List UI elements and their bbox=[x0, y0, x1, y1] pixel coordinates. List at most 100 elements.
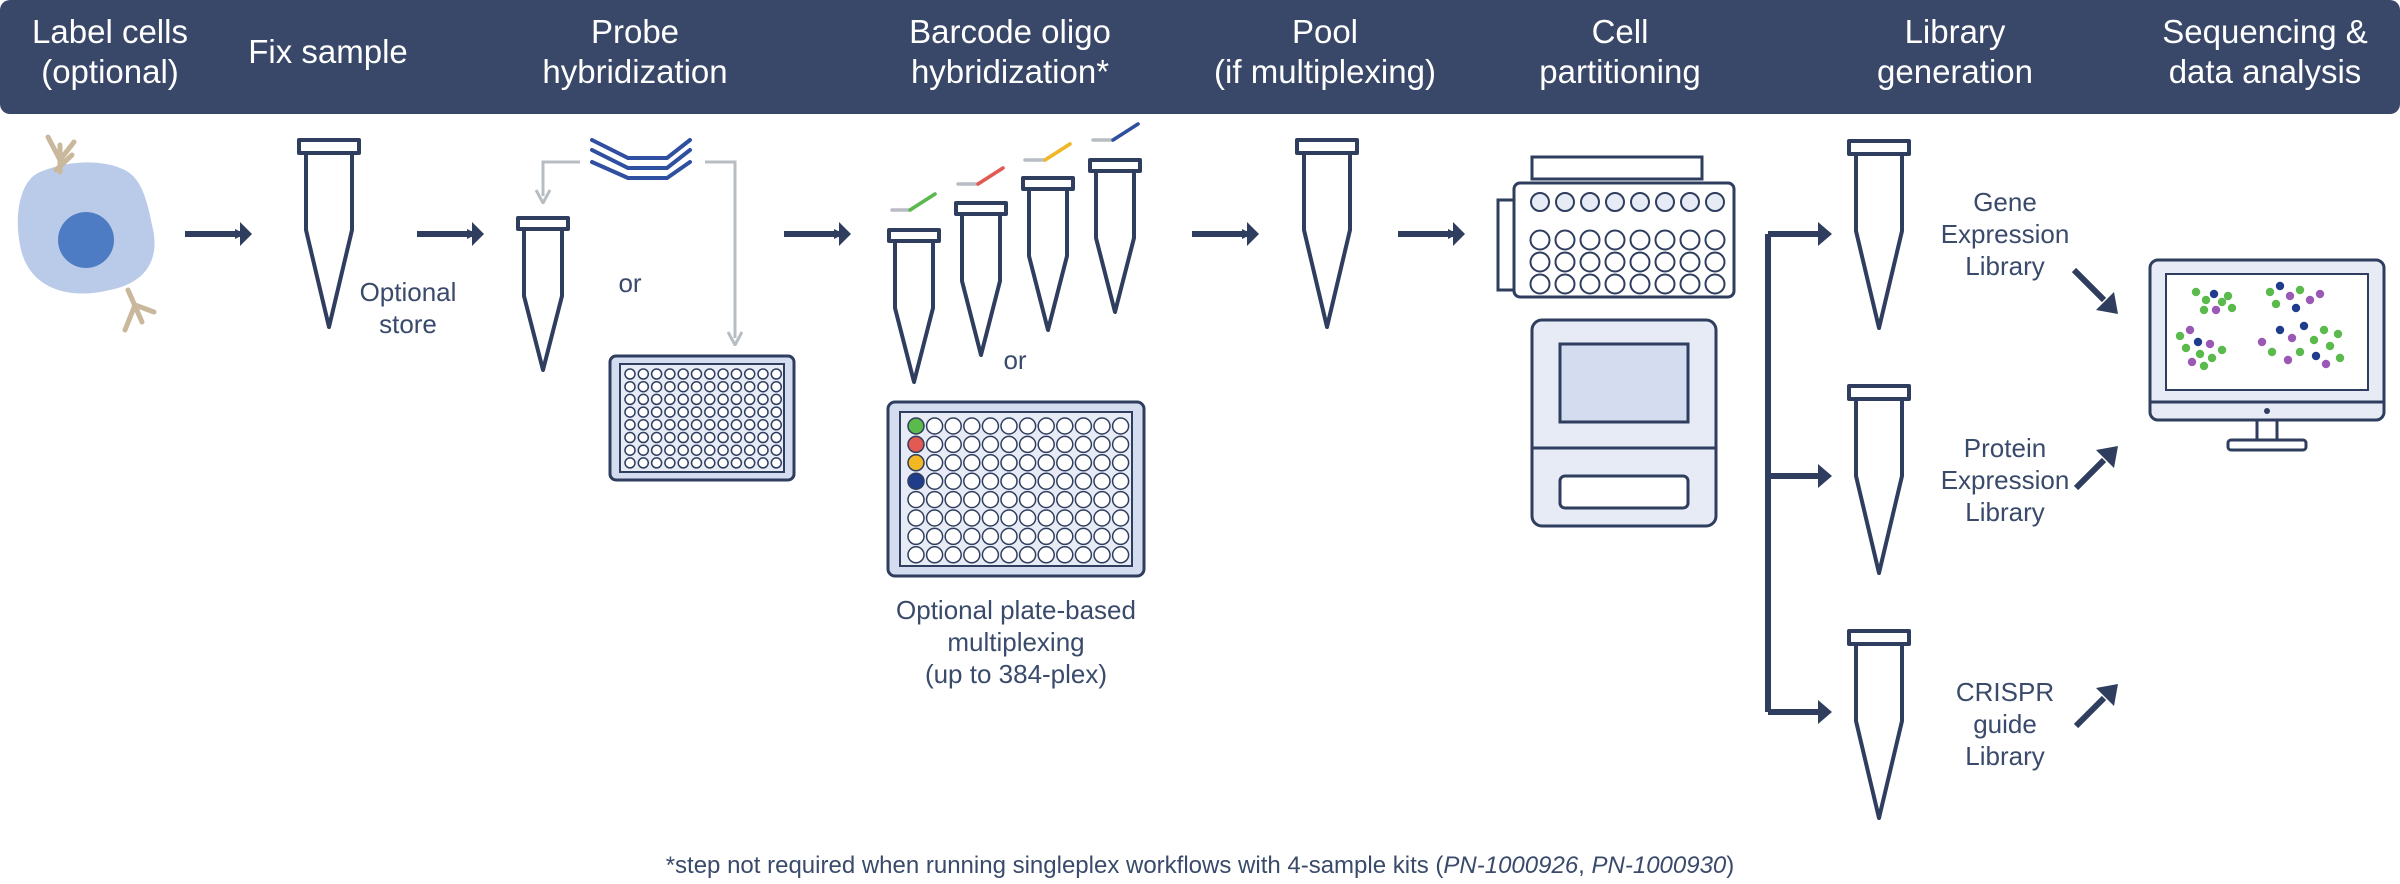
well-dot bbox=[677, 431, 689, 444]
probe-tube-icon bbox=[516, 216, 570, 372]
step-label-cells: Label cells (optional) bbox=[32, 13, 188, 90]
barcode-plate-icon bbox=[886, 400, 1146, 578]
well-dot bbox=[1654, 229, 1676, 251]
well-dot bbox=[650, 457, 663, 469]
well-dot bbox=[2295, 347, 2305, 357]
plate-multiplexing-label: Optional plate-based multiplexing (up to… bbox=[896, 595, 1136, 689]
well-dot bbox=[981, 546, 1000, 564]
well-dot bbox=[677, 368, 689, 380]
well-dot bbox=[1018, 435, 1037, 454]
well-dot bbox=[1037, 435, 1055, 454]
well-dot bbox=[1056, 435, 1074, 454]
well-dot bbox=[1074, 417, 1093, 435]
well-dot bbox=[2193, 337, 2203, 347]
well-dot bbox=[1655, 192, 1675, 212]
well-dot bbox=[1018, 490, 1037, 509]
well-dot bbox=[677, 419, 689, 431]
well-dot bbox=[2209, 289, 2219, 299]
well-dot bbox=[690, 380, 703, 393]
step-sequencing-data-analysis: Sequencing & data analysis bbox=[2162, 13, 2368, 90]
well-dot bbox=[730, 419, 743, 431]
well-dot bbox=[2181, 343, 2191, 353]
well-dot bbox=[2275, 325, 2285, 335]
well-dot bbox=[757, 419, 769, 431]
well-dot bbox=[704, 368, 716, 380]
well-dot bbox=[907, 435, 925, 454]
well-dot bbox=[2295, 285, 2305, 295]
well-dot bbox=[743, 431, 756, 444]
well-dot bbox=[1037, 454, 1055, 472]
well-dot bbox=[944, 527, 962, 546]
well-dot bbox=[963, 509, 981, 527]
well-dot bbox=[730, 380, 743, 393]
well-dot bbox=[704, 406, 716, 418]
well-dot bbox=[2201, 295, 2211, 305]
well-dot bbox=[1093, 490, 1111, 509]
well-dot bbox=[963, 546, 981, 564]
well-dot bbox=[704, 393, 716, 406]
well-dot bbox=[677, 444, 689, 456]
instrument-icon bbox=[1530, 318, 1718, 528]
well-dot bbox=[1018, 509, 1037, 527]
well-dot bbox=[1604, 251, 1626, 273]
well-dot bbox=[664, 380, 676, 393]
well-dot bbox=[1056, 509, 1074, 527]
well-dot bbox=[1074, 454, 1093, 472]
well-dot bbox=[907, 546, 925, 564]
well-dot bbox=[717, 406, 729, 418]
well-dot bbox=[1056, 546, 1074, 564]
well-dot bbox=[770, 419, 783, 431]
well-dot bbox=[981, 490, 1000, 509]
well-dot bbox=[981, 454, 1000, 472]
well-dot bbox=[1000, 546, 1018, 564]
well-dot bbox=[1093, 527, 1111, 546]
well-dot bbox=[2205, 339, 2215, 349]
well-dot bbox=[2321, 359, 2331, 369]
well-dot bbox=[704, 431, 716, 444]
well-dot bbox=[1111, 435, 1130, 454]
well-dot bbox=[907, 509, 925, 527]
well-dot bbox=[704, 419, 716, 431]
well-dot bbox=[1000, 454, 1018, 472]
well-dot bbox=[2325, 341, 2335, 351]
well-dot bbox=[690, 368, 703, 380]
well-dot bbox=[757, 368, 769, 380]
well-dot bbox=[1654, 251, 1676, 273]
well-dot bbox=[757, 393, 769, 406]
probe-icon bbox=[590, 138, 692, 180]
well-dot bbox=[637, 444, 650, 456]
well-dot bbox=[717, 393, 729, 406]
well-dot bbox=[1680, 192, 1700, 212]
well-dot bbox=[2305, 295, 2315, 305]
well-dot bbox=[1018, 454, 1037, 472]
well-dot bbox=[925, 417, 944, 435]
well-dot bbox=[1056, 472, 1074, 490]
well-dot bbox=[963, 472, 981, 490]
well-dot bbox=[1000, 490, 1018, 509]
well-dot bbox=[770, 380, 783, 393]
well-dot bbox=[690, 419, 703, 431]
well-dot bbox=[2265, 287, 2275, 297]
well-dot bbox=[2187, 357, 2197, 367]
well-dot bbox=[637, 368, 650, 380]
well-dot bbox=[1529, 229, 1551, 251]
well-dot bbox=[1000, 472, 1018, 490]
well-dot bbox=[2223, 291, 2233, 301]
well-dot bbox=[1554, 229, 1576, 251]
well-dot bbox=[907, 472, 925, 490]
well-dot bbox=[1037, 472, 1055, 490]
well-dot bbox=[2217, 345, 2227, 355]
well-dot bbox=[650, 419, 663, 431]
well-dot bbox=[770, 406, 783, 418]
well-dot bbox=[1056, 417, 1074, 435]
step-pool: Pool (if multiplexing) bbox=[1214, 13, 1436, 90]
well-dot bbox=[1037, 490, 1055, 509]
well-dot bbox=[925, 527, 944, 546]
well-dot bbox=[907, 527, 925, 546]
well-dot bbox=[1000, 509, 1018, 527]
well-dot bbox=[637, 431, 650, 444]
well-dot bbox=[664, 457, 676, 469]
well-dot bbox=[690, 444, 703, 456]
well-dot bbox=[637, 419, 650, 431]
